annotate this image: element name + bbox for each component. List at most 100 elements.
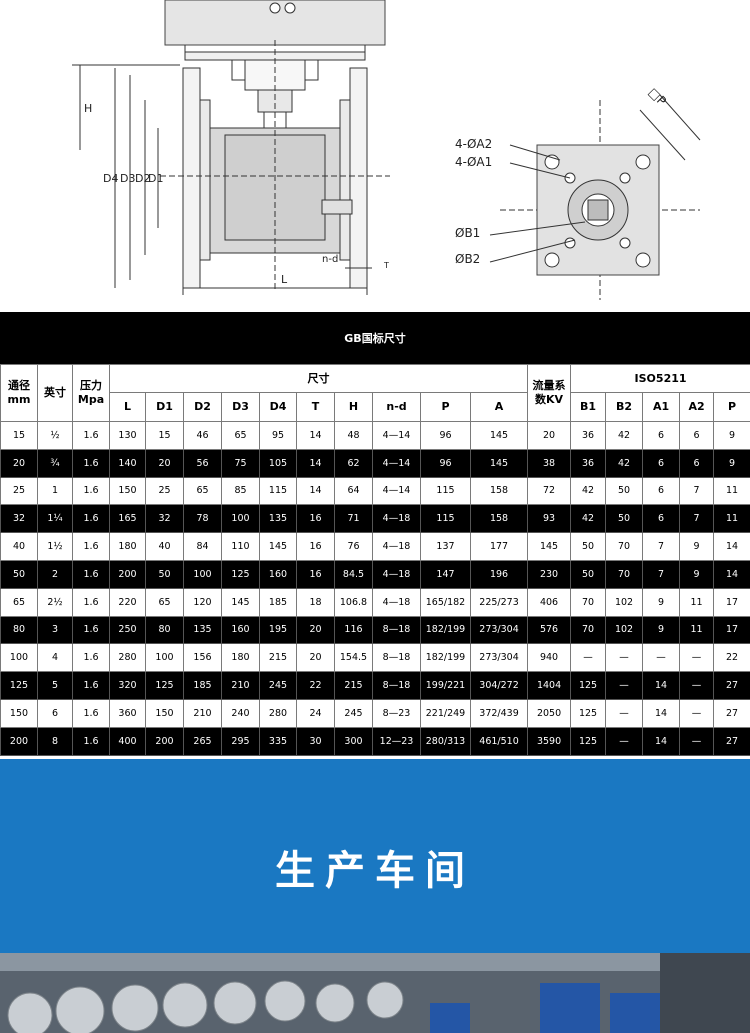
table-cell: 1¼	[37, 504, 73, 534]
table-cell: 120	[183, 587, 222, 617]
table-cell: 2½	[37, 587, 73, 617]
table-cell: 15	[0, 421, 38, 450]
table-cell: 78	[183, 504, 222, 534]
table-cell: 372/439	[469, 698, 529, 728]
table-cell: 400	[109, 726, 146, 756]
table-cell: 130	[109, 421, 146, 450]
label-h: H	[84, 102, 92, 115]
side-view-labels: H D4 D3 D2 D1 L n-d T	[84, 102, 389, 286]
table-cell: 20	[296, 615, 335, 645]
label-t: T	[383, 261, 389, 270]
header-size: 尺寸	[108, 364, 529, 393]
table-cell: 17	[713, 587, 750, 617]
table-cell: 8—18	[372, 671, 421, 700]
table-cell: 64	[334, 476, 373, 506]
table-cell: 42	[605, 421, 644, 450]
table-cell: 576	[527, 615, 572, 645]
table-cell: 7	[642, 559, 681, 589]
label-d3: D3	[120, 172, 135, 185]
table-cell: 1.6	[72, 504, 110, 534]
table-cell: 1.6	[72, 559, 110, 589]
table-cell: 8—18	[372, 615, 421, 645]
table-cell: 20	[145, 448, 184, 478]
table-cell: 4—18	[372, 504, 421, 534]
table-cell: 125	[0, 671, 38, 700]
table-cell: 8	[37, 726, 73, 756]
table-cell: 15	[145, 421, 184, 450]
label-p: □P	[646, 85, 669, 108]
table-cell: 3	[37, 615, 73, 645]
subheader-size-6: H	[334, 392, 373, 422]
valve-drawing-svg: H D4 D3 D2 D1 L n-d T	[72, 0, 701, 300]
table-cell: 106.8	[334, 587, 373, 617]
table-cell: 137	[420, 532, 471, 561]
table-cell: 11	[713, 504, 750, 534]
table-cell: 100	[145, 643, 184, 673]
table-cell: 3590	[527, 726, 572, 756]
subheader-size-8: P	[420, 392, 471, 422]
table-cell: 145	[221, 587, 260, 617]
subheader-size-7: n-d	[372, 392, 421, 422]
label-b1: ØB1	[455, 226, 480, 240]
table-cell: 200	[109, 559, 146, 589]
table-cell: 9	[713, 448, 750, 478]
table-cell: 40	[145, 532, 184, 561]
table-cell: 7	[642, 532, 681, 561]
dimension-table-section: GB国标尺寸 通径 mm 英寸 压力 Mpa 尺寸 流量系 数KV ISO521…	[0, 312, 750, 756]
table-cell: 135	[259, 504, 297, 534]
table-cell: 95	[259, 421, 297, 450]
table-cell: 50	[0, 559, 38, 589]
table-cell: 65	[145, 587, 184, 617]
table-cell: 7	[679, 504, 715, 534]
table-cell: 38	[527, 448, 572, 478]
table-cell: 14	[642, 671, 681, 700]
table-cell: 230	[527, 559, 572, 589]
table-cell: 25	[145, 476, 184, 506]
table-cell: 100	[183, 559, 222, 589]
table-cell: 46	[183, 421, 222, 450]
table-cell: 6	[642, 504, 681, 534]
table-cell: 8—23	[372, 698, 421, 728]
table-cell: 9	[642, 615, 681, 645]
table-cell: 50	[145, 559, 184, 589]
subheader-size-1: D1	[145, 392, 184, 422]
table-cell: 196	[469, 559, 529, 589]
table-cell: 24	[296, 698, 335, 728]
table-cell: 42	[570, 476, 607, 506]
label-n-d: n-d	[322, 254, 338, 265]
table-cell: 6	[642, 476, 681, 506]
table-cell: 32	[145, 504, 184, 534]
table-cell: 245	[334, 698, 373, 728]
valve-dimension-drawing: H D4 D3 D2 D1 L n-d T	[0, 0, 750, 312]
table-cell: 1.6	[72, 615, 110, 645]
table-cell: 9	[713, 421, 750, 450]
label-4-a2: 4-ØA2	[455, 137, 492, 151]
table-cell: 100	[0, 643, 38, 673]
table-cell: 4—18	[372, 587, 421, 617]
table-cell: —	[679, 671, 715, 700]
table-cell: 50	[570, 532, 607, 561]
table-cell: 11	[679, 615, 715, 645]
table-cell: 80	[0, 615, 38, 645]
valve-top-view	[489, 94, 701, 300]
table-cell: 158	[469, 504, 529, 534]
table-cell: 360	[109, 698, 146, 728]
table-cell: 147	[420, 559, 471, 589]
table-cell: 125	[221, 559, 260, 589]
table-cell: 940	[527, 643, 572, 673]
header-inch: 英寸	[37, 364, 73, 422]
table-cell: 16	[296, 504, 335, 534]
table-cell: 16	[296, 559, 335, 589]
table-cell: 145	[469, 448, 529, 478]
label-l: L	[281, 273, 288, 286]
table-cell: 62	[334, 448, 373, 478]
table-cell: 80	[145, 615, 184, 645]
table-cell: 1.6	[72, 587, 110, 617]
subheader-iso-2: A1	[642, 392, 681, 422]
table-cell: 70	[605, 559, 644, 589]
